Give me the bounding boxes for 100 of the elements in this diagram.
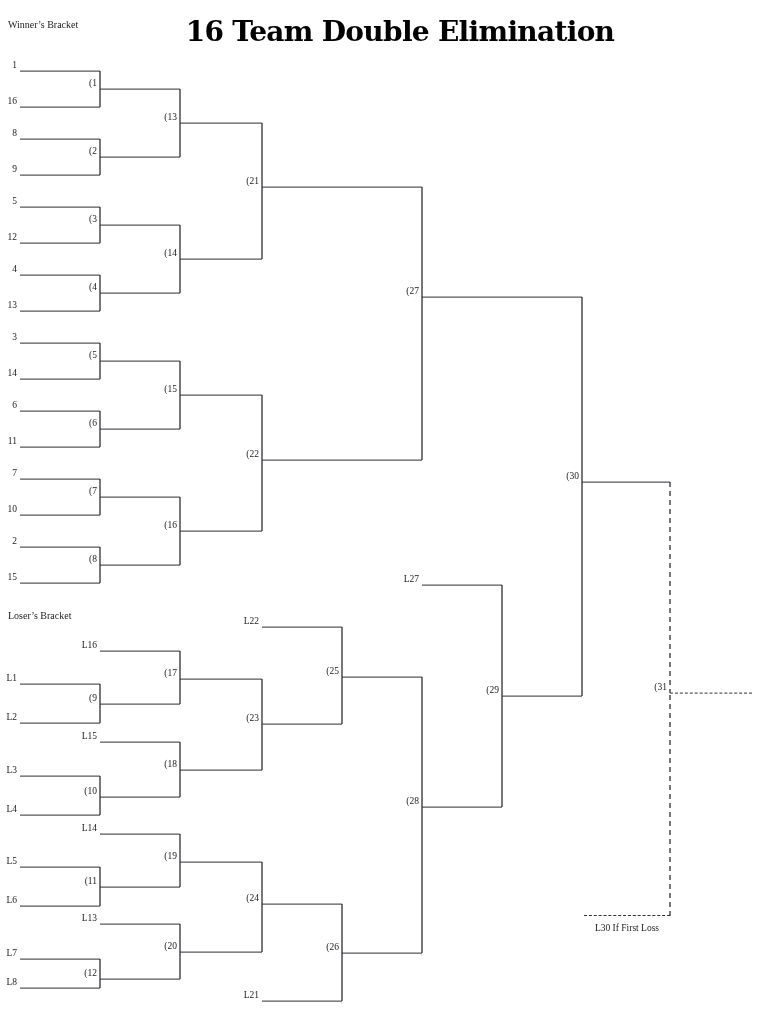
bracket-connector	[179, 769, 181, 798]
slot-label: (18	[163, 759, 178, 770]
slot-label: L3	[5, 765, 18, 776]
slot-label: (8	[88, 554, 98, 565]
slot-label: 16	[6, 96, 18, 107]
bracket-connector	[99, 88, 101, 108]
bracket-connector	[261, 394, 263, 461]
bracket-connector	[99, 342, 101, 362]
bracket-connector	[99, 958, 101, 980]
bracket-connector	[179, 650, 181, 680]
slot-label: 4	[11, 264, 18, 275]
slot-label: (11	[83, 876, 98, 887]
bracket-connector	[179, 122, 181, 158]
bracket-connector	[261, 678, 263, 725]
slot-label: (5	[88, 350, 98, 361]
bracket-connector	[179, 530, 181, 566]
slot-label: 3	[11, 332, 18, 343]
slot-label: 9	[11, 164, 18, 175]
bracket-connector	[501, 584, 503, 697]
bracket-connector	[179, 258, 181, 294]
slot-label: (28	[405, 796, 420, 807]
bracket-connector	[179, 678, 181, 705]
bracket-connector	[581, 481, 583, 697]
bracket-connector	[179, 741, 181, 771]
bracket-connector	[99, 360, 101, 380]
bracket-connector	[99, 224, 101, 244]
bracket-connector	[99, 156, 101, 176]
slot-label: L14	[80, 823, 98, 834]
bracket-connector	[99, 683, 101, 705]
slot-label: L13	[80, 913, 98, 924]
section-heading: Winner’s Bracket	[8, 19, 79, 31]
slot-label: L8	[5, 977, 18, 988]
slot-label: (20	[163, 941, 178, 952]
bracket-connector	[179, 496, 181, 532]
slot-label: 8	[11, 128, 18, 139]
slot-label: 14	[6, 368, 18, 379]
bracket-connector	[99, 496, 101, 516]
slot-label: (13	[163, 112, 178, 123]
slot-label: 6	[11, 400, 18, 411]
bracket-connector	[341, 903, 343, 954]
bracket-connector	[261, 723, 263, 771]
slot-label: (1	[88, 78, 98, 89]
bracket-connector	[179, 923, 181, 953]
slot-label: L22	[242, 616, 260, 627]
bracket-connector	[99, 292, 101, 312]
slot-label: L30 If First Loss	[593, 923, 661, 934]
slot-label: (31	[653, 682, 668, 693]
slot-label: (30	[565, 471, 580, 482]
slot-label: 13	[6, 300, 18, 311]
slot-label: 7	[11, 468, 18, 479]
bracket-connector	[99, 703, 101, 724]
bracket-connector	[261, 122, 263, 188]
slot-label: (19	[163, 851, 178, 862]
title: 16 Team Double Elimination	[184, 14, 616, 50]
bracket-connector	[99, 410, 101, 430]
slot-label: (3	[88, 214, 98, 225]
bracket-connector	[341, 626, 343, 678]
slot-label: 10	[6, 504, 18, 515]
bracket-connector	[179, 861, 181, 888]
slot-label: (6	[88, 418, 98, 429]
slot-label: (27	[405, 286, 420, 297]
slot-label: (21	[245, 176, 260, 187]
slot-label: (25	[325, 666, 340, 677]
bracket-connector	[341, 676, 343, 725]
bracket-connector	[179, 224, 181, 260]
bracket-connector	[179, 833, 181, 863]
slot-label: (22	[245, 449, 260, 460]
slot-label: (23	[245, 713, 260, 724]
bracket-connector	[99, 70, 101, 90]
section-heading: Loser’s Bracket	[8, 610, 72, 622]
bracket-connector	[261, 459, 263, 532]
slot-label: L5	[5, 856, 18, 867]
slot-label: (2	[88, 146, 98, 157]
slot-label: (14	[163, 248, 178, 259]
slot-label: (4	[88, 282, 98, 293]
bracket-connector	[261, 186, 263, 260]
bracket-connector	[669, 692, 671, 917]
bracket-connector	[99, 564, 101, 584]
bracket-connector	[179, 88, 181, 124]
slot-label: (29	[485, 685, 500, 696]
bracket-connector	[99, 206, 101, 226]
bracket-connector	[341, 952, 343, 1002]
slot-label: (12	[83, 968, 98, 979]
bracket-connector	[99, 138, 101, 158]
bracket-connector	[421, 676, 423, 808]
bracket-connector	[421, 296, 423, 461]
bracket-connector	[421, 186, 423, 298]
bracket-connector	[99, 886, 101, 907]
bracket-connector	[99, 478, 101, 498]
slot-label: L16	[80, 640, 98, 651]
bracket-connector	[261, 861, 263, 905]
slot-label: (24	[245, 893, 260, 904]
slot-label: L4	[5, 804, 18, 815]
bracket-connector	[99, 775, 101, 798]
bracket-connector	[581, 296, 583, 483]
bracket-connector	[99, 274, 101, 294]
bracket-connector	[99, 866, 101, 888]
slot-label: L7	[5, 948, 18, 959]
slot-label: 1	[11, 60, 18, 71]
slot-label: (7	[88, 486, 98, 497]
